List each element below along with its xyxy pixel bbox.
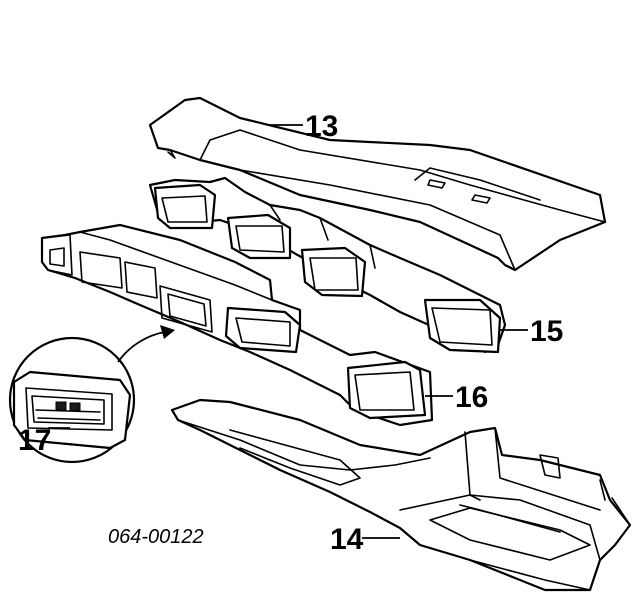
part-13-upper-panel <box>148 96 607 272</box>
part-15-air-duct <box>148 176 507 354</box>
diagram-reference-code: 064-00122 <box>108 526 204 548</box>
part-16-vent-panel <box>40 223 434 427</box>
part-17-inset <box>8 336 136 464</box>
callout-16: 16 <box>455 381 488 414</box>
vent-knob-left <box>55 401 67 411</box>
callout-14: 14 <box>330 523 364 556</box>
callout-13: 13 <box>305 110 338 143</box>
vent-knob-right <box>69 402 81 412</box>
arrow-head-icon <box>160 325 175 339</box>
part-14-lower-console <box>170 398 632 592</box>
callout-17: 17 <box>18 424 51 457</box>
inset-pointer-arrow <box>117 325 175 363</box>
callout-15: 15 <box>530 315 563 348</box>
